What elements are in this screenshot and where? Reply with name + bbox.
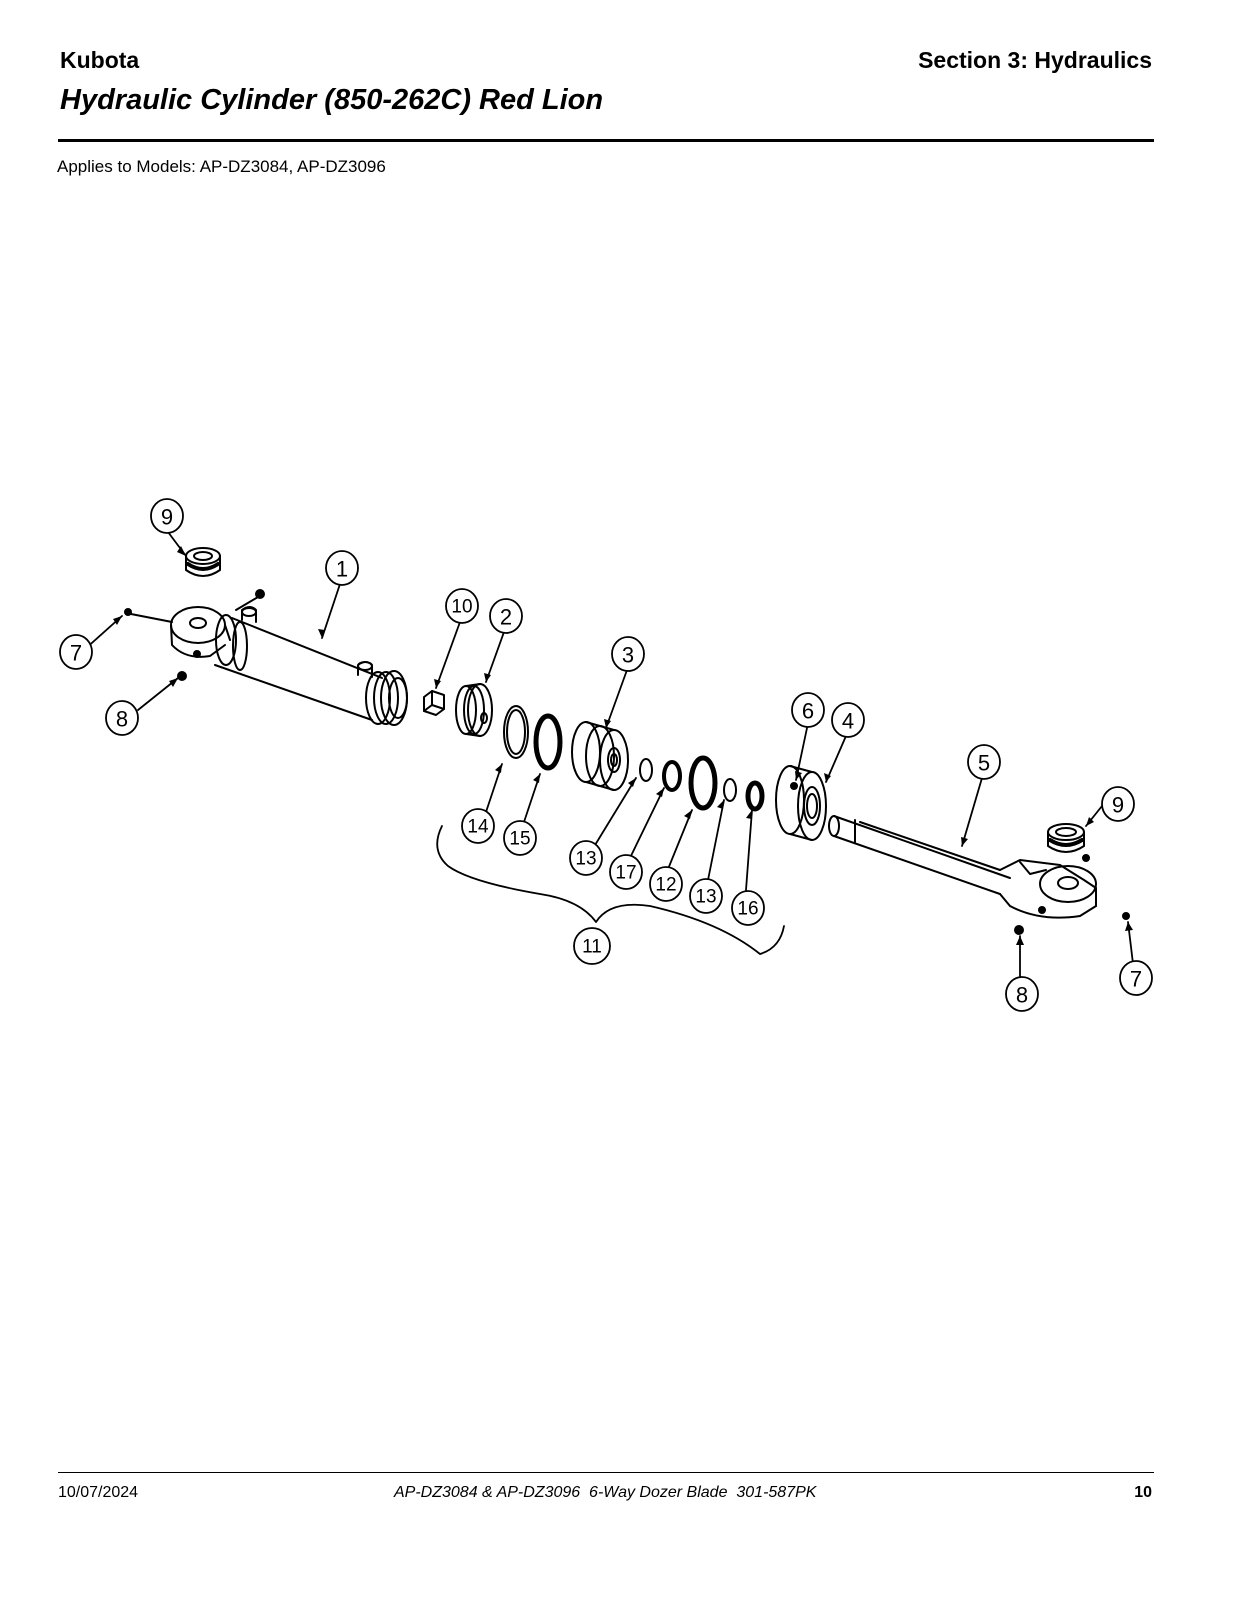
footer-date: 10/07/2024 <box>58 1484 139 1501</box>
callout-14: 14 <box>467 817 489 838</box>
callout-16: 16 <box>737 899 758 920</box>
callout-12: 12 <box>655 875 676 896</box>
o-ring-13-a <box>639 758 653 782</box>
callout-13-b: 13 <box>695 887 716 908</box>
callout-3: 3 <box>622 643 634 668</box>
applies-to-models: Applies to Models: AP-DZ3084, AP-DZ3096 <box>57 157 386 176</box>
gland <box>455 683 493 737</box>
callout-2: 2 <box>500 605 512 630</box>
callout-7-left: 7 <box>70 641 82 666</box>
piston <box>571 721 629 791</box>
callout-9-left: 9 <box>161 505 173 530</box>
callout-7-right: 7 <box>1130 967 1142 992</box>
piston-seal-12 <box>688 755 718 811</box>
callout-9-right: 9 <box>1112 793 1124 818</box>
wiper-16 <box>745 780 765 812</box>
footer-document-title: AP-DZ3084 & AP-DZ3096 6-Way Dozer Blade … <box>394 1484 817 1501</box>
backup-ring-17 <box>662 760 682 792</box>
piston-rod <box>828 815 1097 919</box>
exploded-parts-diagram: 9 1 10 2 3 6 4 5 9 7 8 8 7 14 15 13 17 1… <box>59 498 1153 1012</box>
pivot-bushing-left <box>185 547 221 577</box>
callout-15: 15 <box>509 829 530 850</box>
seal-14 <box>503 705 529 759</box>
callout-10: 10 <box>451 597 472 618</box>
callout-17: 17 <box>615 863 636 884</box>
callout-11: 11 <box>582 937 602 958</box>
seal-kit-bracket <box>436 825 785 955</box>
callout-6: 6 <box>802 699 814 724</box>
seal-15 <box>533 713 563 771</box>
pivot-bushing-right <box>1047 823 1085 853</box>
footer-divider <box>58 1472 1154 1473</box>
callout-8-left: 8 <box>116 707 128 732</box>
section-title: Section 3: Hydraulics <box>918 47 1152 73</box>
callout-5: 5 <box>978 751 990 776</box>
callout-4: 4 <box>842 709 854 734</box>
piston-retainer <box>775 765 827 841</box>
callout-1: 1 <box>336 557 348 582</box>
brand-name: Kubota <box>60 47 140 73</box>
page-title: Hydraulic Cylinder (850-262C) Red Lion <box>60 84 604 116</box>
o-ring-13-b <box>723 778 737 802</box>
header-divider <box>58 139 1154 142</box>
gland-nut <box>423 690 445 716</box>
callout-13-a: 13 <box>575 849 596 870</box>
page-number: 10 <box>1134 1484 1152 1501</box>
cylinder-barrel <box>170 606 408 726</box>
callout-8-right: 8 <box>1016 983 1028 1008</box>
